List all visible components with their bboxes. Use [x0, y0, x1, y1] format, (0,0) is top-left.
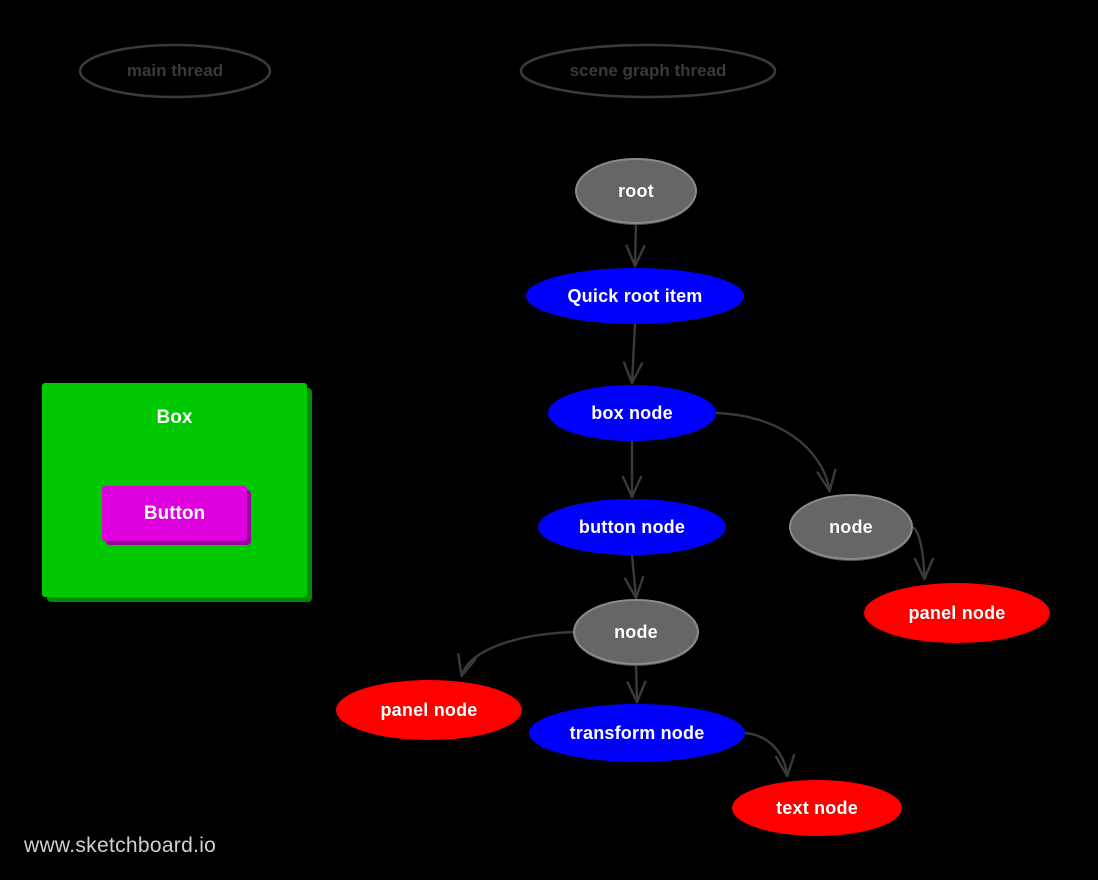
node-shape-root[interactable]: [575, 158, 697, 224]
edge-button-to-node-center[interactable]: [630, 553, 638, 600]
edge-node-center-to-panel-arrowhead: [457, 653, 477, 678]
swimlane-ellipse-scene-graph-thread: [519, 43, 777, 99]
node-shape-node-center[interactable]: [573, 599, 699, 665]
edge-box-to-node-right[interactable]: [714, 411, 831, 493]
edge-transform-to-text[interactable]: [743, 731, 789, 778]
node-shape-quick-root-item[interactable]: [526, 268, 744, 324]
node-shape-node-right[interactable]: [789, 494, 913, 560]
node-shape-transform-node[interactable]: [529, 704, 745, 762]
watermark: www.sketchboard.io: [24, 834, 217, 857]
edge-node-right-to-panel[interactable]: [910, 525, 926, 581]
edge-transform-to-text-arrowhead: [774, 753, 796, 778]
edge-quick-root-item-to-box-arrowhead: [622, 361, 644, 385]
button-shape[interactable]: [102, 486, 247, 541]
edge-node-center-to-panel[interactable]: [460, 630, 576, 678]
edge-box-to-button-arrowhead: [621, 475, 643, 499]
edge-node-center-to-transform-arrowhead: [626, 680, 647, 704]
swimlane-ellipse-main-thread: [78, 43, 272, 99]
edge-node-center-to-transform[interactable]: [634, 662, 639, 704]
node-shape-panel-node-right[interactable]: [864, 583, 1050, 643]
edge-root-to-quick-root-item-arrowhead: [625, 244, 646, 268]
node-shape-text-node[interactable]: [732, 780, 902, 836]
node-shape-panel-node-left[interactable]: [336, 680, 522, 740]
node-shape-button-node[interactable]: [538, 499, 726, 555]
edge-button-to-node-center-arrowhead: [624, 575, 645, 600]
edge-root-to-quick-root-item[interactable]: [633, 221, 638, 268]
node-shape-box-node[interactable]: [548, 385, 716, 441]
edge-node-right-to-panel-arrowhead: [913, 557, 935, 581]
edge-quick-root-item-to-box[interactable]: [630, 322, 637, 385]
edge-box-to-node-right-arrowhead: [816, 468, 837, 493]
